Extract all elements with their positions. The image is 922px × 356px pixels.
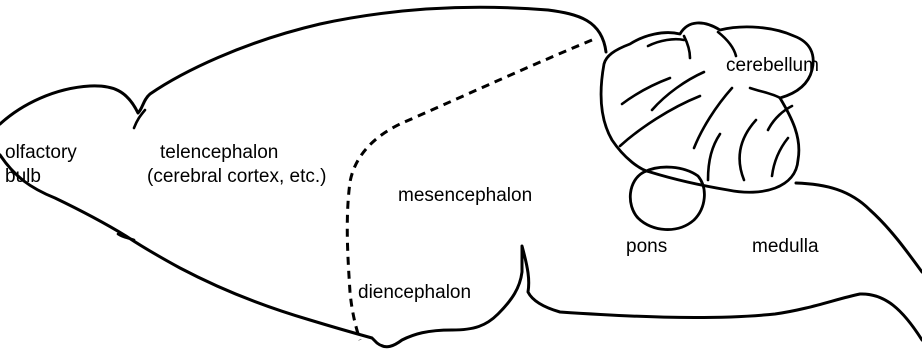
cerebellar-fold-8 <box>768 106 792 130</box>
cerebellum-drawing <box>601 23 813 230</box>
cerebellar-fold-9 <box>648 39 684 46</box>
cerebellar-fold-3 <box>620 96 700 146</box>
telencephalon-label-line2: (cerebral cortex, etc.) <box>147 166 327 187</box>
dorsal-brain-outline <box>0 7 606 124</box>
cerebellar-fold-7 <box>708 134 720 180</box>
telencephalon-label-line1: telencephalon <box>160 142 278 163</box>
cerebellar-fold-12 <box>750 88 780 98</box>
olfactory-bulb-label-line2: bulb <box>5 166 41 187</box>
cerebellar-fold-6 <box>772 138 788 176</box>
cerebellum-outline <box>601 23 813 192</box>
cerebellar-fold-11 <box>684 36 690 58</box>
medulla-label: medulla <box>752 236 819 257</box>
brainstem-dorsal-outline <box>796 183 922 272</box>
cerebellum-label: cerebellum <box>726 55 819 76</box>
cerebellar-fold-5 <box>740 120 756 180</box>
cerebellar-fold-2 <box>652 72 704 110</box>
mesencephalon-label: mesencephalon <box>398 185 532 206</box>
olfactory-bulb-label-line1: olfactory <box>5 142 77 163</box>
pons-label: pons <box>626 236 667 257</box>
cerebellar-fold-10 <box>718 32 736 56</box>
diencephalon-label: diencephalon <box>358 282 471 303</box>
